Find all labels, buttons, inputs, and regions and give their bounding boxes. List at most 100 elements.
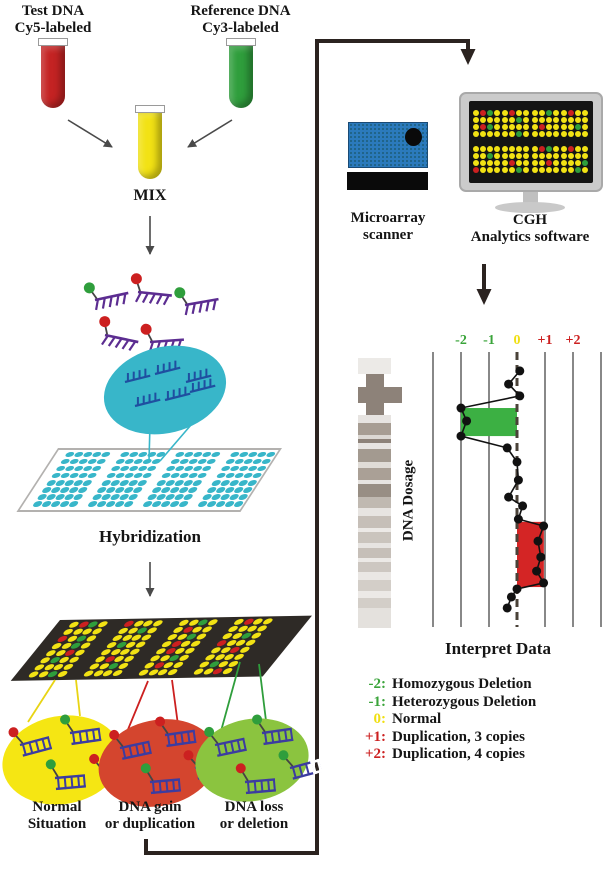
spot-dot <box>581 124 588 131</box>
test-dna-tube-icon <box>38 38 68 108</box>
spot-dot <box>502 124 509 131</box>
cgh-monitor-icon <box>459 92 603 192</box>
spot-dot <box>574 131 581 138</box>
mix-label: MIX <box>133 187 167 204</box>
spot-dot <box>552 166 559 173</box>
spot-block <box>31 480 94 508</box>
tube-body <box>41 46 65 108</box>
chromosome-band <box>358 497 391 508</box>
spot-dot <box>480 152 487 159</box>
data-point <box>513 514 523 524</box>
spot-dot <box>545 166 552 173</box>
dye-dot <box>174 287 186 299</box>
spot-dot <box>560 117 567 124</box>
spot-dot <box>100 451 112 458</box>
spot-dot <box>509 166 516 173</box>
spot-dot <box>574 110 581 117</box>
spot-dot <box>574 145 581 152</box>
legend-item: -1:Heterozygous Deletion <box>350 694 600 712</box>
spot-block <box>86 480 149 508</box>
spot-dot <box>265 451 277 458</box>
spot-block <box>531 110 560 138</box>
spot-dot <box>531 159 538 166</box>
chromosome-band <box>358 508 391 516</box>
spot-dot <box>560 124 567 131</box>
spot-dot <box>480 110 487 117</box>
spot-row <box>49 618 310 651</box>
spot-dot <box>581 131 588 138</box>
spot-dot <box>516 117 523 124</box>
microarray-slide <box>16 448 282 512</box>
chromosome-band <box>358 562 391 572</box>
tube-body <box>229 46 253 108</box>
spot-dot <box>502 131 509 138</box>
label-line: Reference DNA <box>190 3 291 19</box>
dna-fragment-icon <box>83 282 129 311</box>
spot-dot <box>251 472 263 479</box>
data-point <box>502 603 512 613</box>
spot-dot <box>241 487 254 493</box>
spot-dot <box>182 494 194 500</box>
scanner-tray <box>347 172 428 190</box>
spot-dot <box>516 152 523 159</box>
spot-dot <box>487 131 494 138</box>
legend-label: Normal <box>392 711 442 727</box>
label-line: DNA loss <box>224 799 284 815</box>
spot-dot <box>545 124 552 131</box>
spot-dot <box>567 152 574 159</box>
label-line: Normal <box>32 799 82 815</box>
reference-dna-label: Reference DNA Cy3-labeled <box>168 3 313 37</box>
spot-dot <box>574 117 581 124</box>
spot-dot <box>200 465 213 472</box>
data-point <box>536 552 546 562</box>
data-point <box>532 566 542 576</box>
spot-dot <box>581 152 588 159</box>
spot-block <box>531 145 560 174</box>
spot-dot <box>574 159 581 166</box>
spot-dot <box>560 110 567 117</box>
spot-dot <box>509 159 516 166</box>
spot-block <box>560 145 589 174</box>
monitor-stand <box>523 192 538 203</box>
legend-item: +2:Duplication, 4 copies <box>350 746 600 764</box>
spot-dot <box>494 131 501 138</box>
spot-dot <box>538 159 545 166</box>
label-line: Test DNA <box>21 3 85 19</box>
spot-dot <box>560 159 567 166</box>
magnify-callout-lines <box>27 679 81 723</box>
dna-fragment-icon <box>99 316 139 352</box>
spot-dot <box>191 480 204 486</box>
dna-ladder-icon <box>60 714 102 746</box>
spot-dot <box>473 166 480 173</box>
data-point <box>462 416 472 426</box>
spot-dot <box>186 487 199 493</box>
chromosome-band <box>358 580 391 591</box>
spot-dot <box>509 124 516 131</box>
spot-dot <box>523 110 530 117</box>
spot-dot <box>131 487 144 493</box>
spot-dot <box>509 110 516 117</box>
spot-dot <box>523 131 530 138</box>
spot-dot <box>545 152 552 159</box>
probe-icon <box>185 368 212 384</box>
chromosome-band <box>358 387 402 403</box>
spot-dot <box>567 110 574 117</box>
legend-item: 0:Normal <box>350 711 600 729</box>
cgh-software-label: CGH Analytics software <box>448 212 605 246</box>
spot-block <box>214 618 275 647</box>
spot-dot <box>494 117 501 124</box>
reference-dna-tube-icon <box>226 38 256 108</box>
spot-dot <box>196 472 208 479</box>
spot-dot <box>581 166 588 173</box>
data-point <box>512 584 522 594</box>
dye-dot <box>140 763 151 774</box>
spot-dot <box>574 152 581 159</box>
chromosome-band <box>358 516 391 528</box>
dye-dot <box>109 729 120 740</box>
data-point <box>456 431 466 441</box>
test-dna-label: Test DNA Cy5-labeled <box>3 3 103 37</box>
spot-dot <box>502 110 509 117</box>
spot-dot <box>473 145 480 152</box>
dye-dot <box>140 323 152 335</box>
